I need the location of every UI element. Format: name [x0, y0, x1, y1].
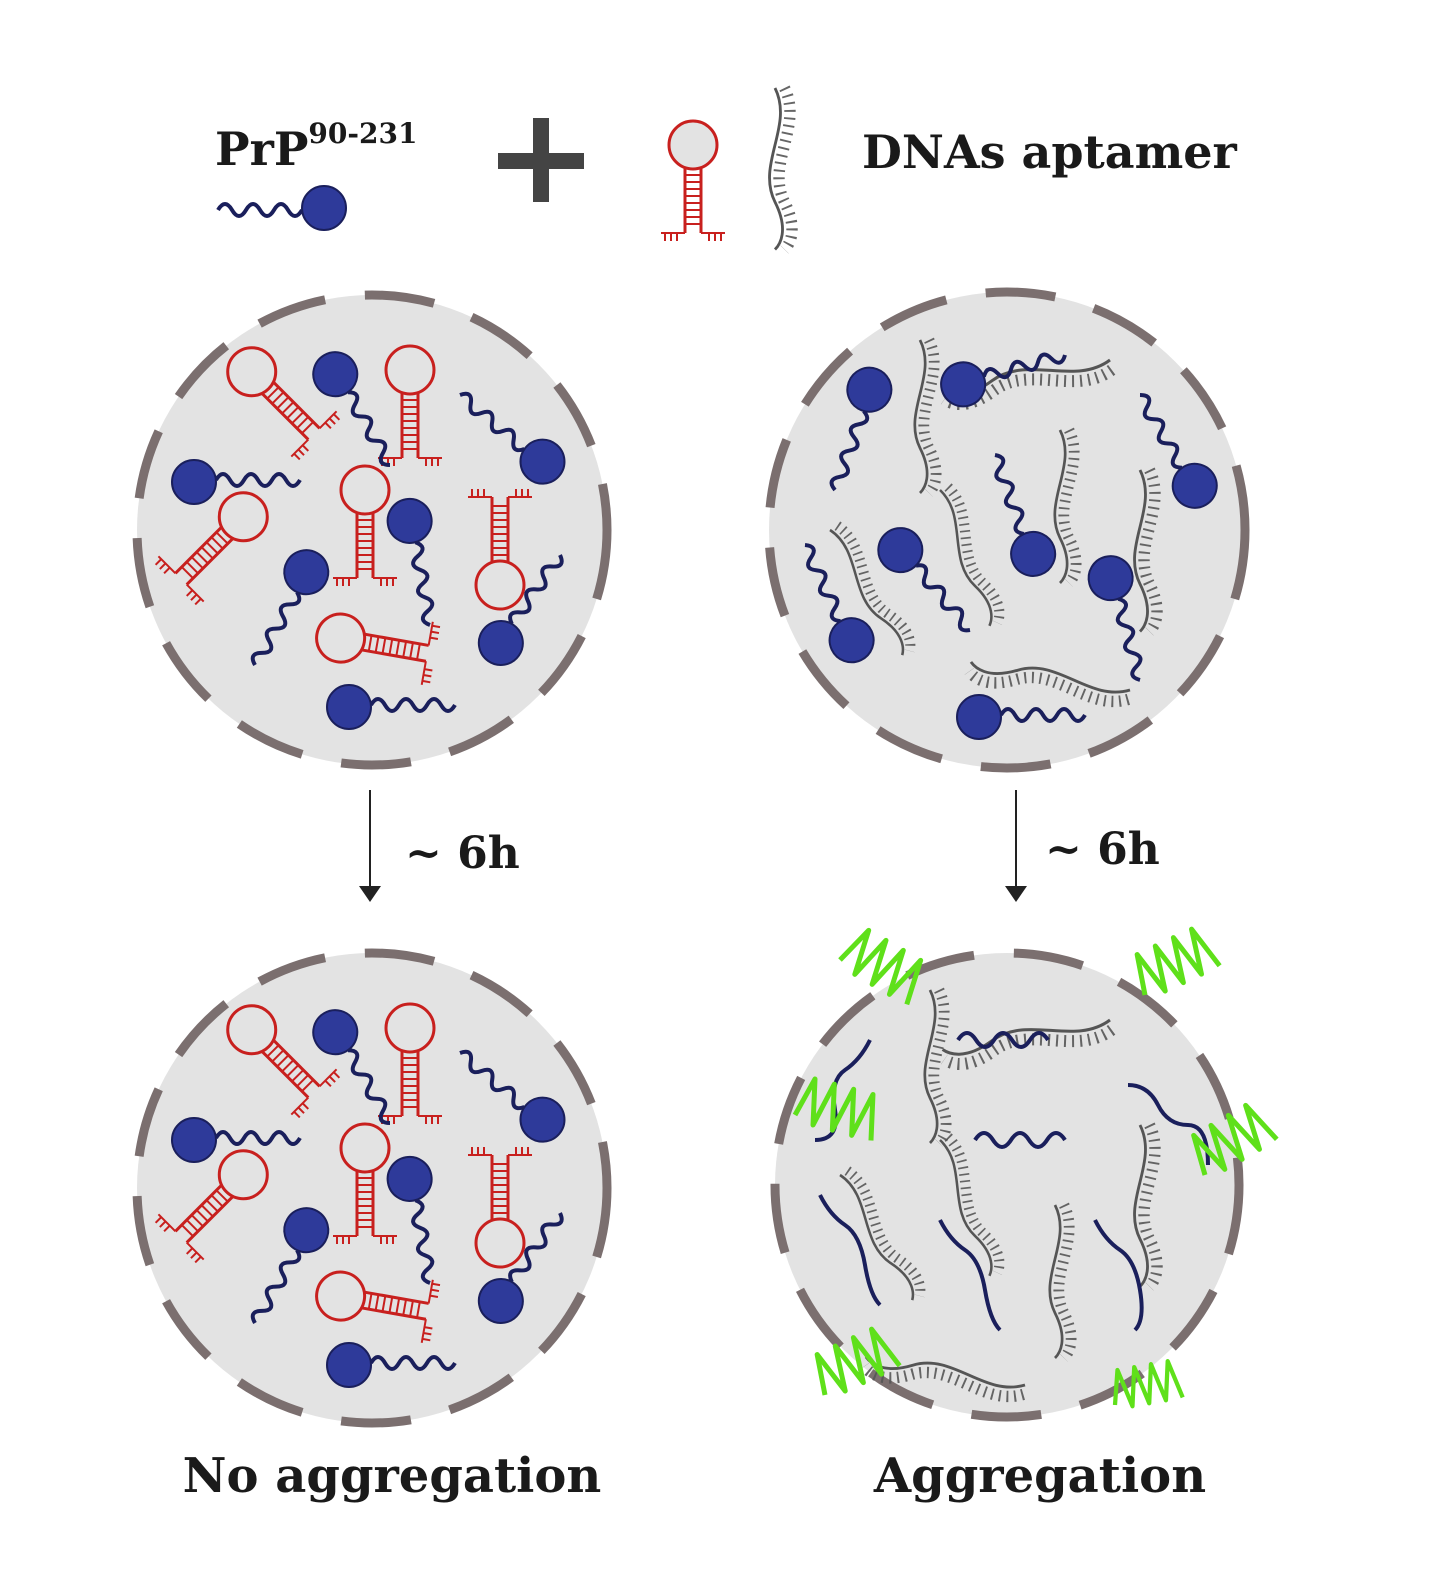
protein-chain: [1127, 1083, 1210, 1166]
amyloid-fibril: [1128, 925, 1220, 1000]
protein-chain: [973, 1131, 1067, 1149]
protein-chain: [938, 1219, 1002, 1332]
arrow-right: [1005, 790, 1027, 902]
protein-chain: [956, 1031, 1050, 1049]
droplet-bottom-right: [770, 925, 1277, 1422]
droplet-bottom-left: [132, 948, 612, 1428]
time-label-right: ~ 6h: [1045, 824, 1160, 875]
outcome-label-right: Aggregation: [873, 1448, 1206, 1504]
droplet-top-right: [764, 287, 1250, 773]
protein-chain: [818, 1194, 882, 1307]
plus-icon: [498, 118, 584, 202]
hairpin-aptamer-legend-icon: [659, 119, 727, 243]
aptamer-label: DNAs aptamer: [862, 125, 1238, 179]
time-label-left: ~ 6h: [405, 828, 520, 879]
linear-aptamer-legend-icon: [770, 88, 793, 250]
arrow-left: [359, 790, 381, 902]
outcome-label-left: No aggregation: [183, 1448, 602, 1504]
droplet-top-left: [132, 290, 612, 770]
protein-legend-icon: [216, 184, 348, 232]
protein-chain: [1093, 1219, 1144, 1332]
protein-label: PrP90-231: [215, 117, 417, 176]
